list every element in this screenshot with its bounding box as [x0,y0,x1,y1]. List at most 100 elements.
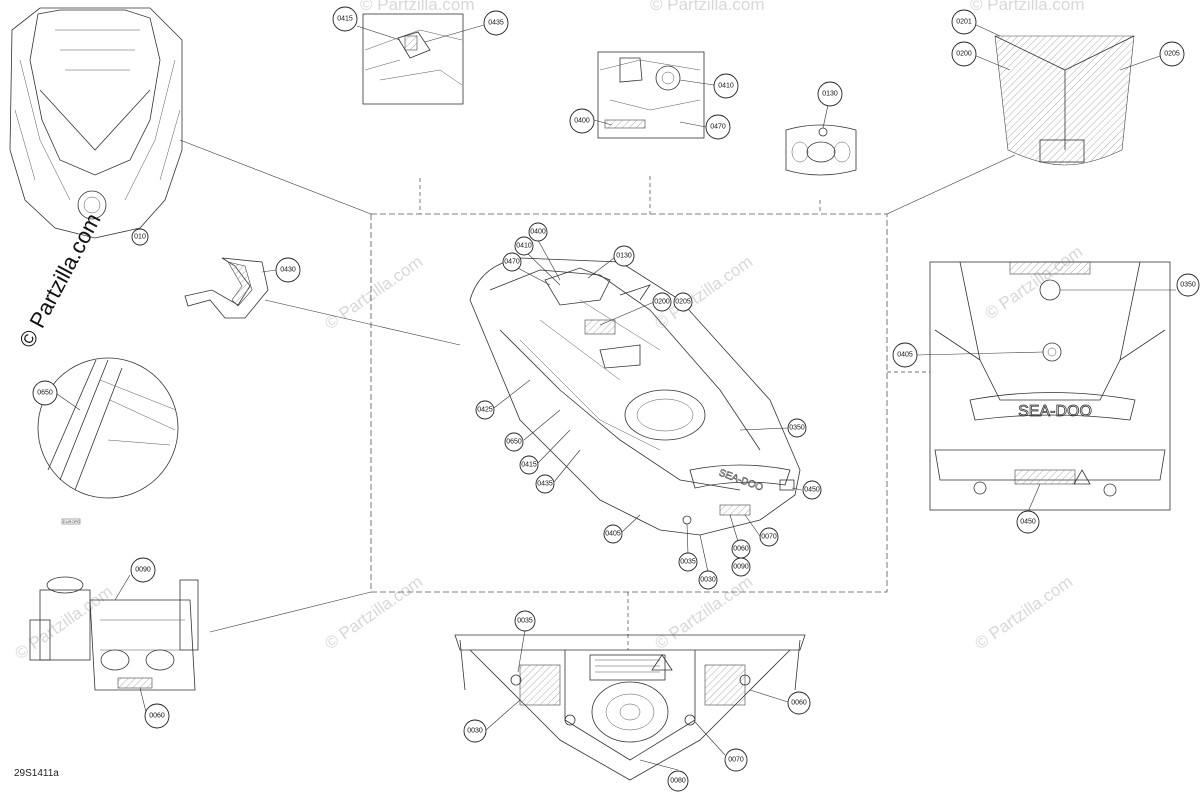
callout-label: 0450 [1020,519,1036,526]
callout-label: 0415 [337,16,353,23]
callout-circle [787,691,811,715]
callout-circle [502,252,522,272]
callout-label: 0070 [761,534,777,541]
callout-circle [652,292,672,312]
callout-circle [519,455,539,475]
callout-label: 0470 [710,124,726,131]
callout-label: 0090 [135,567,151,574]
callout-label: 0035 [517,618,533,625]
main-view-frame [370,213,888,593]
svg-text:© Partzilla.com: © Partzilla.com [981,242,1086,323]
reference-code: 29S1411a [14,768,59,779]
callout-label: 0350 [789,425,805,432]
callout-circle [713,73,739,99]
svg-text:© Partzilla.com: © Partzilla.com [970,0,1085,14]
callout-circle [528,222,548,242]
detail-box-0415 [362,13,464,105]
callout-label: 0425 [477,407,493,414]
callout-circle [951,41,977,67]
stern-view [454,634,806,781]
callout-circle [678,552,698,572]
callout-circle [1159,41,1185,67]
callout-circle [1176,273,1200,297]
main-watercraft: SEA-DOO [469,257,801,536]
callout-label: 0130 [616,253,632,260]
callout-label: 0350 [1180,282,1196,289]
svg-text:© Partzilla.com: © Partzilla.com [971,572,1076,653]
storage-bin-detail [994,35,1135,166]
callout-label: 0415 [521,462,537,469]
callout-circle [463,719,487,743]
callout-circle [603,524,623,544]
callout-circle [144,703,170,729]
callout-label: 0030 [700,577,716,584]
callout-label: 0200 [654,299,670,306]
callout-circle [705,114,731,140]
connector-lines [179,139,1016,650]
svg-text:© Partzilla.com: © Partzilla.com [321,252,426,333]
callout-circle [569,108,595,134]
bracket-0430 [184,257,269,319]
callout-label: 0650 [506,439,522,446]
callout-circle [332,6,358,32]
callout-label: 0060 [791,700,807,707]
callout-label: 0470 [504,259,520,266]
svg-text:© Partzilla.com: © Partzilla.com [11,582,116,663]
callout-circle [667,770,689,792]
callout-circle [759,527,779,547]
callout-label: 0090 [733,564,749,571]
callout-label: 0410 [718,83,734,90]
callout-label: 0400 [530,229,546,236]
callout-circle [131,228,149,246]
callout-circle [724,748,748,772]
callout-circle [802,480,822,500]
callout-label: 0070 [728,757,744,764]
svg-text:© Partzilla.com: © Partzilla.com [321,572,426,653]
callout-label: 0200 [956,51,972,58]
small-tag-text: EUROPE [63,519,80,524]
svg-text:SEA-DOO: SEA-DOO [717,468,764,494]
callout-label: 0430 [280,267,296,274]
callout-circle [787,418,807,438]
callout-circle [275,257,301,283]
callout-circle [817,81,843,107]
callout-circle [698,570,718,590]
callout-circle [504,432,524,452]
callouts: 010 0415 0435 0410 0400 0470 0130 0201 0… [32,6,1200,792]
callout-circle [514,236,534,256]
callout-label: 0035 [680,559,696,566]
svg-text:© Partzilla.com: © Partzilla.com [651,252,756,333]
detail-box-0410 [597,51,705,139]
callout-label: 0405 [897,352,913,359]
rear-jet-view [29,576,199,691]
callout-circle [483,10,509,36]
callout-label: 0435 [488,20,504,27]
callout-label: 0080 [670,778,686,785]
callout-label: 0400 [574,118,590,125]
callout-label: 0205 [1164,51,1180,58]
gauge-cluster-detail [785,124,857,176]
callout-label: 0205 [675,299,691,306]
rear-deck-detail: SEA-DOO [929,261,1171,511]
callout-label: 0435 [537,481,553,488]
deck-top-view [9,7,183,239]
callout-label: 0405 [605,531,621,538]
watermarks: © Partzilla.com © Partzilla.com © Partzi… [11,0,1086,663]
magnified-detail-0650: EUROPE [37,357,179,525]
callout-circle [535,474,555,494]
callout-circle [673,292,693,312]
callout-label: 010 [134,234,146,241]
callout-circle [1016,510,1040,534]
callout-label: 0410 [516,243,532,250]
svg-text:© Partzilla.com: © Partzilla.com [360,0,475,14]
callout-label: 0130 [822,91,838,98]
callout-circle [613,245,635,267]
callout-label: 0060 [733,546,749,553]
callout-circle [731,557,751,577]
callout-label: 0030 [467,728,483,735]
callout-circle [951,9,977,35]
callout-label: 0650 [37,390,53,397]
svg-text:SEA-DOO: SEA-DOO [1018,403,1092,420]
callout-circle [892,342,918,368]
